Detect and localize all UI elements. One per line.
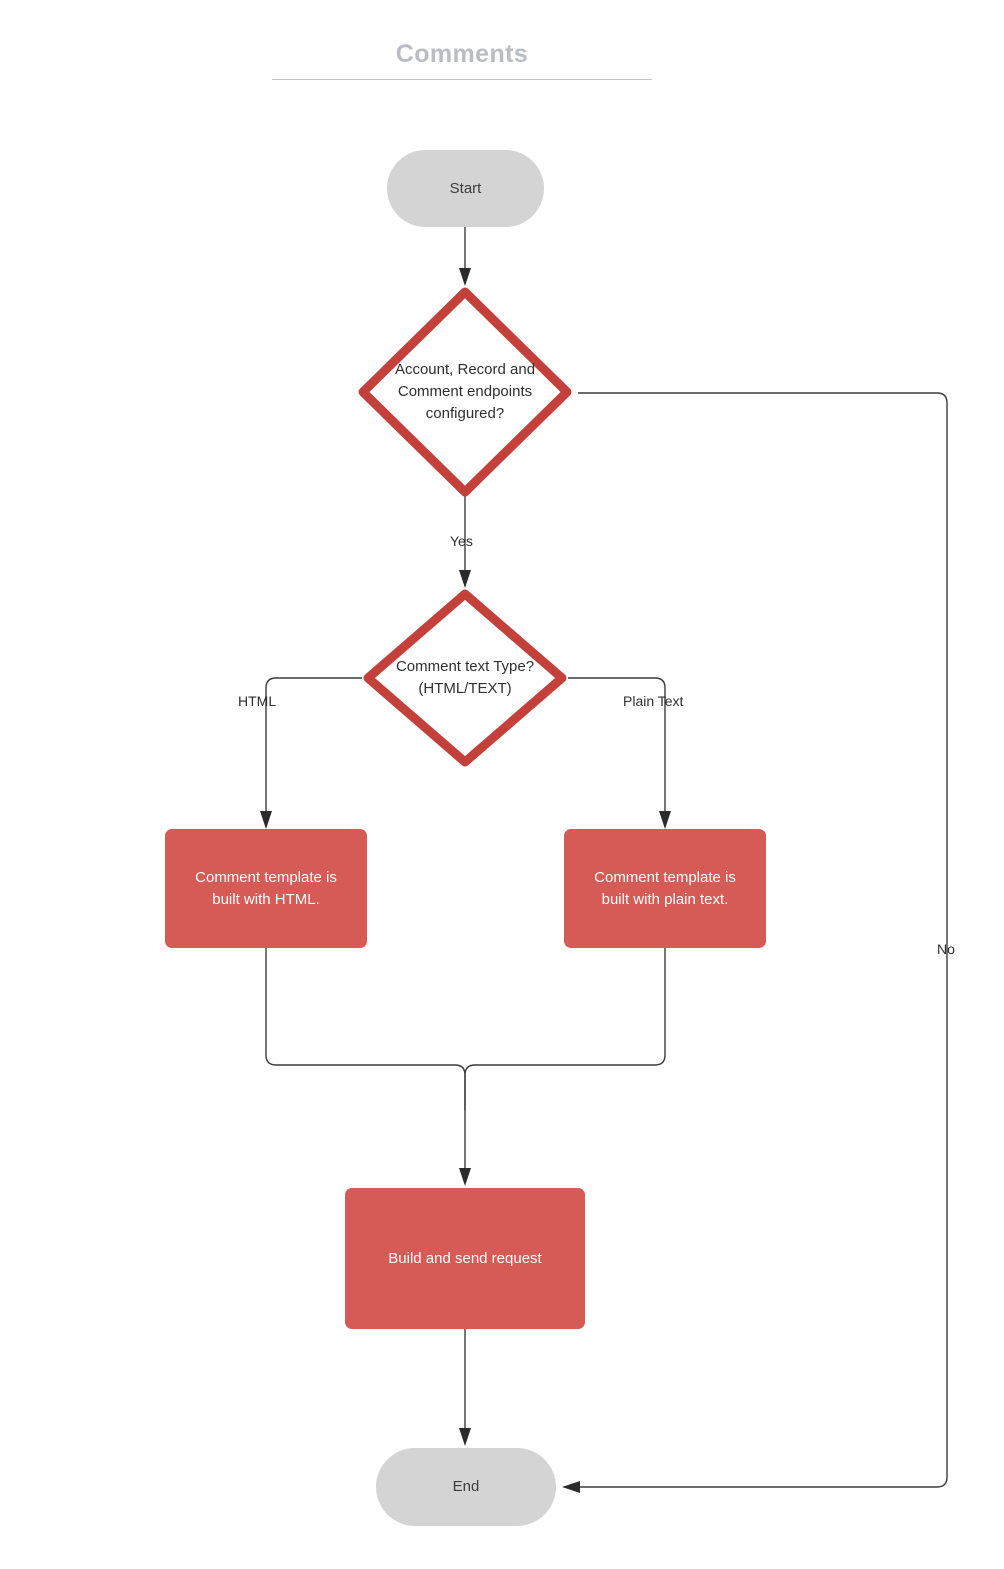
node-end-label: End: [452, 1478, 480, 1495]
node-end[interactable]: End: [376, 1448, 556, 1526]
node-decision2-label: Comment text Type? (HTML/TEXT): [395, 658, 535, 697]
node-start[interactable]: Start: [387, 150, 544, 227]
edge-label-yes: Yes: [450, 533, 473, 549]
edge-decision1-no-to-end: [562, 392, 948, 1493]
edge-label-plain-text: Plain Text: [623, 693, 684, 709]
node-process-html-template[interactable]: Comment template is built with HTML.: [165, 829, 367, 948]
page-title: Comments: [395, 40, 529, 68]
node-decision-comment-text-type[interactable]: Comment text Type? (HTML/TEXT): [362, 588, 568, 768]
diamond-shape-icon: [363, 589, 567, 767]
edge-start-to-decision1: [459, 227, 471, 286]
node-decision-endpoints-configured[interactable]: Account, Record and Comment endpoints co…: [357, 286, 573, 498]
edge-decision2-plain-to-plainbox: [568, 677, 671, 829]
node-decision1-label: Account, Record and Comment endpoints co…: [394, 361, 536, 422]
edge-label-html: HTML: [238, 693, 277, 709]
edge-decision1-yes-to-decision2: [459, 496, 471, 588]
node-plain-box-label: Comment template is built with plain tex…: [594, 868, 736, 908]
node-html-box-label: Comment template is built with HTML.: [195, 868, 337, 908]
title-divider: [272, 79, 652, 80]
edge-htmlbox-to-merge: [265, 948, 471, 1186]
edge-decision2-html-to-htmlbox: [260, 677, 362, 829]
node-process-plaintext-template[interactable]: Comment template is built with plain tex…: [564, 829, 766, 948]
diagram-title-block: Comments: [272, 38, 652, 80]
edge-plainbox-to-merge: [464, 948, 666, 1110]
node-process-build-send-request[interactable]: Build and send request: [345, 1188, 585, 1329]
edge-label-no: No: [937, 941, 955, 957]
node-start-label: Start: [449, 179, 482, 197]
diamond-shape-icon: [358, 287, 572, 497]
edge-buildsend-to-end: [459, 1329, 471, 1446]
node-build-send-label: Build and send request: [388, 1249, 542, 1267]
